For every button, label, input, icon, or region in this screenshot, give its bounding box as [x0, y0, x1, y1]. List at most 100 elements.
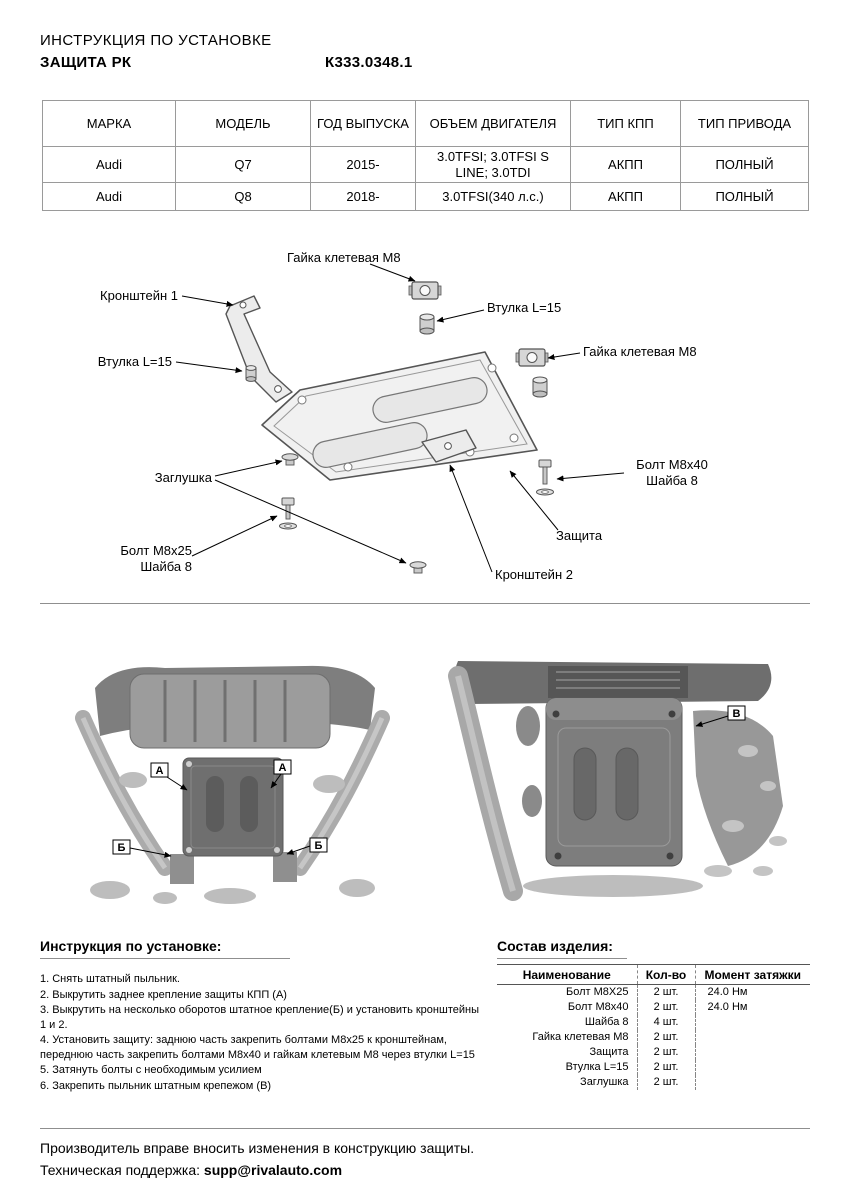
shield-slot: [206, 776, 224, 832]
cage-nut-top-glyph: [408, 281, 442, 300]
part-name: Гайка клетевая М8: [532, 1031, 629, 1043]
bushing-left-glyph: [245, 365, 257, 382]
parts-row: Заглушка 2 шт.: [497, 1074, 810, 1090]
part-torque: [694, 1029, 810, 1045]
part-qty: 2 шт.: [636, 984, 695, 1000]
fitment-header-model: МОДЕЛЬ: [175, 100, 311, 147]
marker-a-box: [273, 759, 292, 775]
support-label: Техническая поддержка:: [40, 1162, 201, 1178]
shield-slot: [240, 776, 258, 832]
install-step: 3. Выкрутить на несколько оборотов штатн…: [40, 1004, 479, 1031]
front-shield: [129, 673, 331, 749]
transfer-case-shield: [182, 757, 284, 857]
bracket2-glyph: [421, 429, 477, 463]
part-qty: 2 шт.: [636, 1044, 695, 1060]
install-step: 4. Установить защиту: заднюю часть закре…: [40, 1034, 475, 1061]
marker-a-label: А: [156, 765, 164, 777]
part-name: Болт М8х40: [567, 1001, 629, 1013]
install-step: 5. Затянуть болты с необходимым усилием: [40, 1064, 262, 1077]
parts-header-torque: Момент затяжки: [694, 964, 810, 985]
shield-lip: [546, 698, 682, 720]
plug-glyph: [281, 453, 299, 466]
grill-lines: [556, 671, 680, 689]
marker-a-label: А: [279, 762, 287, 774]
fitment-cell-gearbox: АКПП: [570, 145, 681, 184]
fitment-row: Audi Q8 2018- 3.0TFSI(340 л.с.) АКПП ПОЛ…: [42, 182, 809, 212]
right-frame-mass: [693, 710, 783, 866]
part-torque: [694, 1044, 810, 1060]
marker-b-box: [309, 837, 328, 853]
shield-bolts: [186, 761, 280, 853]
footer-divider: [40, 1128, 810, 1129]
callout-bushing-left: Втулка L=15: [97, 354, 172, 369]
shield-ribs: [163, 680, 287, 742]
part-name: Заглушка: [580, 1076, 629, 1088]
fitment-cell-engine: 3.0TFSI; 3.0TFSI S LINE; 3.0TDI: [415, 145, 571, 184]
shield-plate-glyph: [261, 351, 538, 481]
marker-v-label: В: [733, 708, 741, 720]
product-name: ЗАЩИТА РК: [40, 54, 132, 71]
parts-table: Наименование Кол-во Момент затяжки Болт …: [497, 964, 810, 1090]
part-qty: 2 шт.: [636, 1029, 695, 1045]
part-torque: 24.0 Нм: [694, 999, 810, 1015]
bottom-shadow: [523, 875, 703, 897]
bolt-m8x25-glyph: [279, 497, 297, 530]
photo-underbody-left: А А Б Б: [75, 665, 390, 904]
top-dark-area: [548, 666, 688, 698]
callout-shield: Защита: [556, 528, 603, 543]
bracket-blob: [273, 852, 297, 882]
callout-bracket2: Кронштейн 2: [495, 567, 573, 582]
fitment-cell-engine: 3.0TFSI(340 л.с.): [415, 182, 571, 212]
part-torque: 24.0 Нм: [694, 984, 810, 1000]
callout-cage-nut-right: Гайка клетевая М8: [583, 344, 697, 359]
fitment-cell-year: 2015-: [310, 145, 416, 184]
part-qty: 4 шт.: [636, 1014, 695, 1030]
part-name: Болт М8Х25: [566, 986, 629, 999]
callout-plug: Заглушка: [154, 470, 212, 485]
fitment-header-marka: МАРКА: [42, 100, 176, 147]
shield-slot: [615, 747, 639, 821]
support-email: supp@rivalauto.com: [203, 1162, 343, 1178]
fitment-cell-drive: ПОЛНЫЙ: [680, 182, 809, 212]
fitment-cell-marka: Audi: [42, 182, 176, 212]
part-torque: [694, 1014, 810, 1030]
footer-note: Производитель вправе вносить изменения в…: [40, 1140, 475, 1156]
parts-row: Болт М8Х25 2 шт. 24.0 Нм: [497, 984, 810, 1000]
parts-row: Болт М8х40 2 шт. 24.0 Нм: [497, 999, 810, 1015]
marker-b-label: Б: [315, 840, 323, 852]
shield-inner-line: [190, 765, 276, 849]
marker-v-box: [727, 705, 746, 721]
install-heading-underline: [40, 958, 290, 959]
photo-markers: В: [695, 705, 746, 727]
callout-bolt-m8x40: Болт М8х40 Шайба 8: [627, 457, 717, 489]
photo-underbody-right: В: [448, 661, 787, 901]
callout-bolt-m8x40-line: Болт М8х40: [636, 457, 708, 472]
install-heading: Инструкция по установке:: [40, 938, 222, 954]
install-step: 2. Выкрутить заднее крепление защиты КПП…: [40, 988, 287, 1001]
exploded-diagram: [175, 263, 625, 574]
side-blob: [516, 706, 540, 746]
bushing-top-glyph: [419, 313, 435, 335]
marker-a-box: [150, 762, 169, 778]
shield-inner-line: [557, 727, 671, 847]
callout-washer8-right-line: Шайба 8: [646, 473, 698, 488]
left-arm-highlight: [80, 716, 168, 870]
cage-nut-right-glyph: [515, 348, 549, 367]
side-blob: [522, 785, 542, 817]
install-step: 6. Закрепить пыльник штатным крепежом (В…: [40, 1079, 272, 1092]
parts-heading: Состав изделия:: [497, 938, 613, 954]
marker-b-box: [112, 839, 131, 855]
bracket-blob: [170, 854, 194, 884]
divider: [40, 603, 810, 604]
debris-blobs: [90, 772, 375, 904]
part-qty: 2 шт.: [636, 1074, 695, 1090]
fitment-header-row: МАРКА МОДЕЛЬ ГОД ВЫПУСКА ОБЪЕМ ДВИГАТЕЛЯ…: [42, 100, 809, 147]
parts-header-qty: Кол-во: [636, 964, 695, 985]
fitment-header-gearbox: ТИП КПП: [570, 100, 681, 147]
part-number: К333.0348.1: [325, 54, 413, 71]
parts-row: Шайба 8 4 шт.: [497, 1014, 810, 1030]
bushing-right-glyph: [532, 376, 548, 398]
part-name: Шайба 8: [584, 1016, 629, 1028]
fitment-table: МАРКА МОДЕЛЬ ГОД ВЫПУСКА ОБЪЕМ ДВИГАТЕЛЯ…: [42, 100, 809, 212]
fitment-cell-drive: ПОЛНЫЙ: [680, 145, 809, 184]
